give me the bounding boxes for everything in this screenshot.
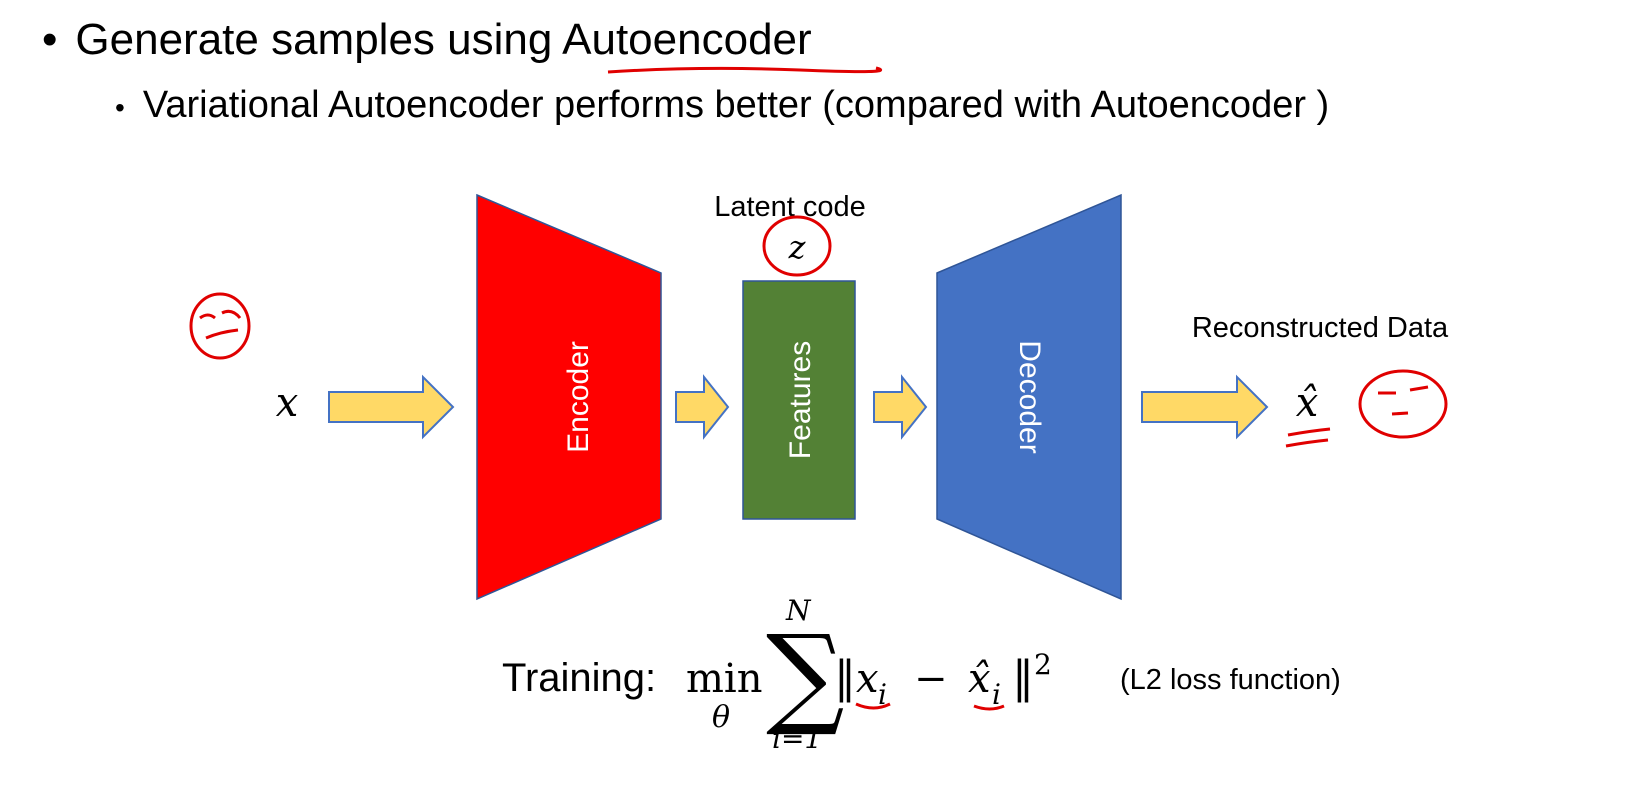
arrow-features-decoder [873,374,928,440]
xhat-i-term: x̂ [968,656,991,702]
training-prefix: Training: [502,656,657,700]
arrow-output [1141,374,1269,440]
norm-close: ‖ [1012,652,1034,703]
output-symbol: x̂ [1296,380,1319,426]
minus-sign: − [914,656,948,702]
sum-lower-limit: i=1 [772,722,823,755]
latent-circle-annotation [762,215,832,277]
min-subscript: θ [712,700,731,735]
x-i-term: x [856,656,879,702]
latent-symbol: z [788,228,807,266]
features-block [742,280,856,520]
arrow-encoder-features [675,374,730,440]
bullet-dot: • [115,92,125,123]
confused-face-annotation-right [1358,369,1448,439]
bullet-sub-text: Variational Autoencoder performs better … [142,84,1330,126]
arrow-input [328,374,455,440]
encoder-label: Encoder [562,341,595,453]
underline-annotation [607,66,883,74]
l2-loss-note: (L2 loss function) [1120,664,1341,696]
decoder-label: Decoder [1013,340,1046,453]
x-i-subscript: i [878,678,887,711]
encoder-block [476,193,662,601]
features-label: Features [784,341,817,459]
reconstructed-data-label: Reconstructed Data [1192,312,1449,344]
xhat-underline-annotation [1285,427,1331,448]
bullet-main: • Generate samples using Autoencoder [42,12,812,68]
confused-face-annotation-left [189,292,251,360]
decoder-block [936,193,1122,601]
xhat-i-subscript: i [992,678,1001,711]
sum-upper-limit: N [786,594,811,627]
norm-open: ‖ [834,652,856,703]
sum-symbol: ∑ [766,611,845,739]
bullet-main-text: Generate samples using [75,15,563,64]
power-two: 2 [1034,648,1052,681]
input-symbol: x [276,380,299,426]
min-operator: min [686,656,763,702]
bullet-dot: • [42,15,58,64]
bullet-main-highlight: Autoencoder [562,15,812,64]
bullet-sub: • Variational Autoencoder performs better… [115,80,1329,133]
